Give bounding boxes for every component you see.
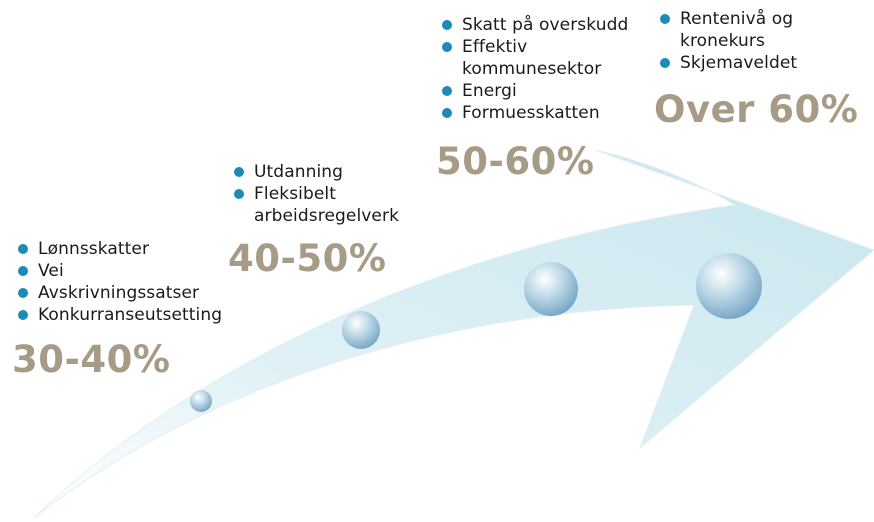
bullet-list: Skatt på overskudd Effektiv kommunesekto… xyxy=(436,14,636,124)
list-item: Fleksibelt arbeidsregelverk xyxy=(228,183,428,227)
bullet-list: Lønnsskatter Vei Avskrivningssatser Konk… xyxy=(12,238,272,326)
list-item: Vei xyxy=(12,260,272,282)
list-item: Formuesskatten xyxy=(436,102,636,124)
list-item: Skjemaveldet xyxy=(654,52,854,74)
bullet-list: Rentenivå og kronekurs Skjemaveldet xyxy=(654,8,854,74)
list-item: Rentenivå og kronekurs xyxy=(654,8,820,52)
list-item: Skatt på overskudd xyxy=(436,14,636,36)
group-30-40: Lønnsskatter Vei Avskrivningssatser Konk… xyxy=(12,238,272,380)
list-item: Avskrivningssatser xyxy=(12,282,272,304)
percentage-label: Over 60% xyxy=(654,88,859,131)
sphere-4 xyxy=(696,253,762,319)
sphere-2 xyxy=(342,311,380,349)
sphere-1 xyxy=(190,390,212,412)
list-item: Konkurranseutsetting xyxy=(12,304,272,326)
list-item: Utdanning xyxy=(228,161,428,183)
group-40-50: Utdanning Fleksibelt arbeidsregelverk 40… xyxy=(228,161,428,279)
list-item: Lønnsskatter xyxy=(12,238,272,260)
percentage-label: 30-40% xyxy=(12,338,171,381)
group-over-60: Rentenivå og kronekurs Skjemaveldet Over… xyxy=(654,8,859,131)
bullet-list: Utdanning Fleksibelt arbeidsregelverk xyxy=(228,161,428,227)
sphere-3 xyxy=(524,262,578,316)
percentage-label: 50-60% xyxy=(436,140,595,183)
list-item: Effektiv kommunesektor xyxy=(436,36,636,80)
arrow-body xyxy=(33,149,874,519)
group-50-60: Skatt på overskudd Effektiv kommunesekto… xyxy=(436,14,636,182)
list-item: Energi xyxy=(436,80,636,102)
percentage-label: 40-50% xyxy=(228,237,387,280)
